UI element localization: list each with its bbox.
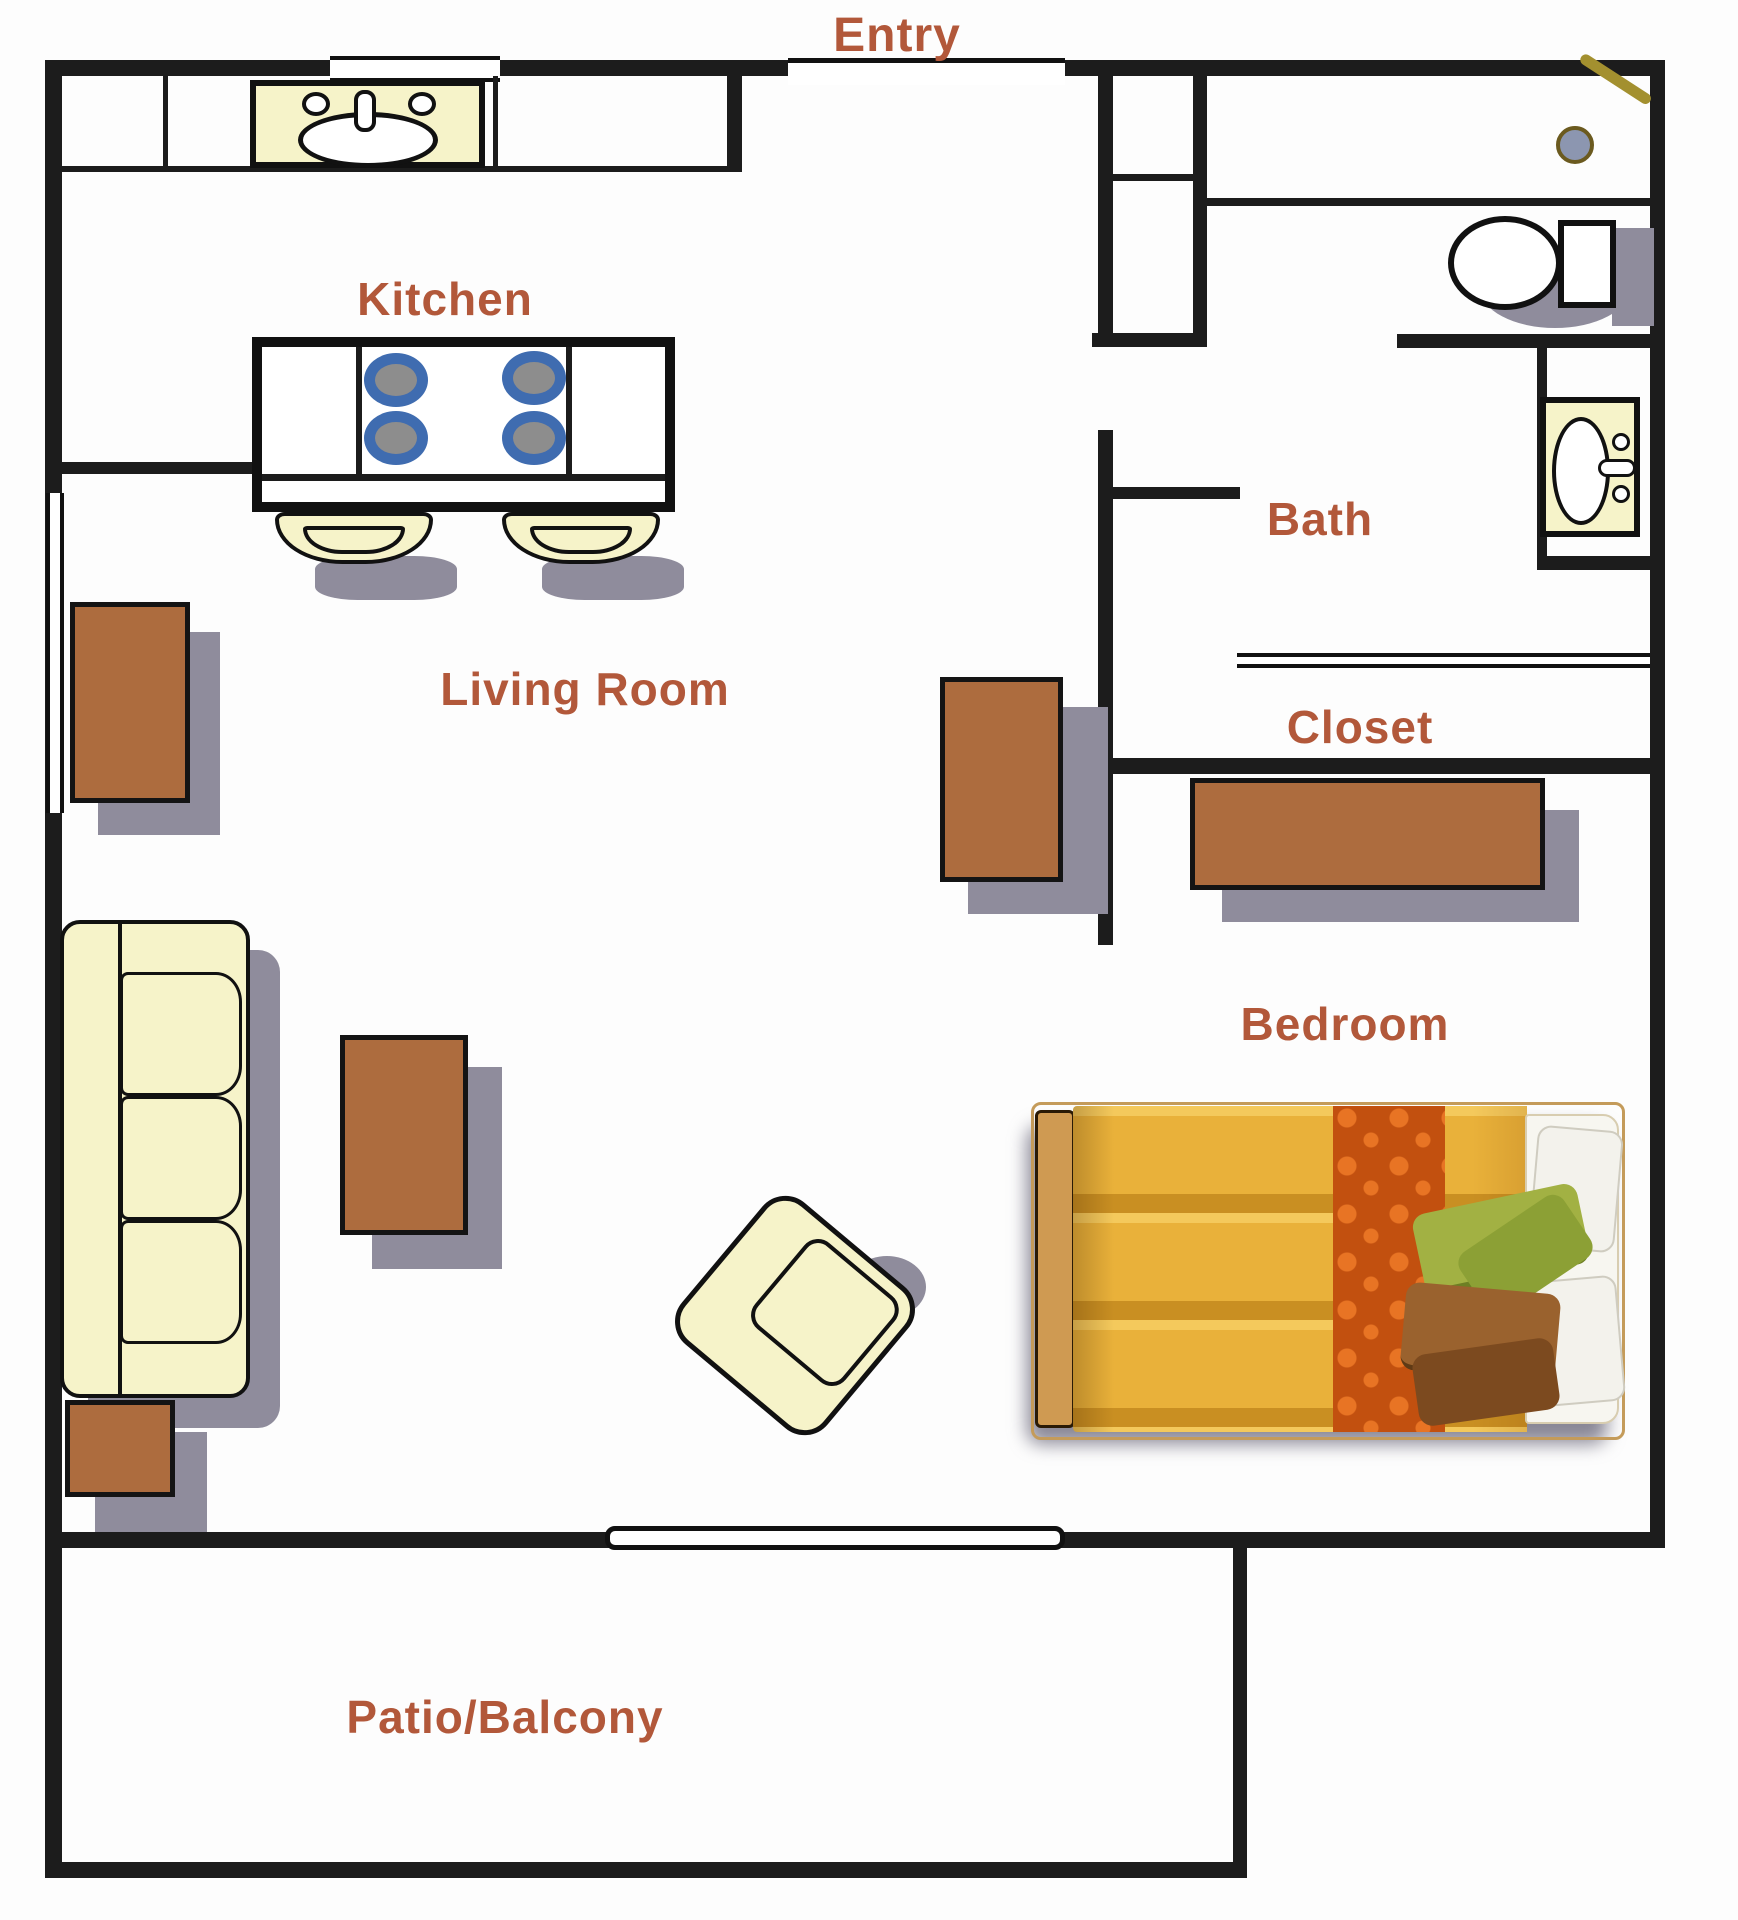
armchair-body: [662, 1183, 928, 1448]
room-label-kitchen: Kitchen: [357, 273, 533, 325]
bed-footboard: [1035, 1110, 1075, 1428]
bed-frame: [1031, 1102, 1625, 1440]
entry-door-opening: [788, 58, 1065, 85]
bath-faucet-handle-icon: [1612, 433, 1630, 451]
bath-vanity-bottom: [1537, 556, 1650, 570]
kitchen-faucet-icon: [354, 90, 376, 132]
toilet-bowl-icon: [1448, 216, 1562, 310]
bed: [1027, 1102, 1627, 1444]
armchair-seat: [743, 1231, 907, 1394]
kitchen-faucet-handle-left-icon: [302, 92, 330, 116]
room-label-living-room: Living Room: [440, 663, 730, 715]
shower-area-wall: [1207, 198, 1650, 206]
closet-rod-line: [1237, 653, 1650, 668]
dresser: [1190, 778, 1545, 890]
kitchen-faucet-handle-right-icon: [408, 92, 436, 116]
room-label-bedroom: Bedroom: [1240, 998, 1450, 1050]
sofa-cushion: [120, 1220, 242, 1344]
kitchen-window: [330, 56, 500, 82]
coffee-table: [340, 1035, 468, 1235]
end-table-north: [70, 602, 190, 803]
living-room-window: [46, 493, 64, 813]
toilet-shadow: [1612, 228, 1654, 326]
sofa-cushion: [120, 1096, 242, 1220]
bath-inner-wall: [1397, 334, 1650, 348]
room-label-patio-balcony: Patio/Balcony: [346, 1691, 664, 1743]
bath-faucet-icon: [1598, 459, 1636, 477]
entry-closet-right-wall: [1193, 73, 1207, 347]
bath-south-wall-stub: [1103, 487, 1240, 499]
entry-closet-left-wall: [1098, 73, 1113, 347]
stove-burner-icon: [502, 351, 566, 405]
sofa: [60, 920, 250, 1398]
shower-head-icon: [1556, 126, 1594, 164]
stove-burner-icon: [364, 353, 428, 407]
kitchen-counter-divider-1: [163, 76, 168, 166]
closet-bottom-wall: [1113, 758, 1650, 774]
wall-right: [1650, 60, 1665, 1548]
kitchen-island: [252, 337, 675, 512]
island-divider-right: [566, 347, 572, 474]
end-table-south: [940, 677, 1063, 882]
entry-closet-bottom-wall: [1092, 333, 1207, 347]
entry-closet-shelf-line: [1113, 174, 1193, 181]
kitchen-counter-end-wall: [727, 76, 742, 172]
side-table: [65, 1400, 175, 1497]
stove-burner-icon: [364, 411, 428, 465]
kitchen-counter-front-edge: [62, 166, 727, 172]
sliding-patio-door: [605, 1526, 1065, 1550]
bar-stool-seat: [303, 526, 405, 554]
room-label-closet: Closet: [1286, 701, 1434, 753]
bar-stool-seat: [530, 526, 632, 554]
island-divider-left: [356, 347, 362, 474]
island-bar-edge: [262, 474, 665, 481]
wall-patio-right: [1233, 1548, 1247, 1878]
toilet-tank-icon: [1558, 220, 1616, 308]
room-label-bath: Bath: [1266, 493, 1374, 545]
bath-faucet-handle-icon: [1612, 485, 1630, 503]
room-label-entry: Entry: [833, 9, 961, 62]
stove-burner-icon: [502, 411, 566, 465]
sofa-backrest: [64, 924, 122, 1394]
bath-sink-cabinet: [1540, 397, 1640, 537]
kitchen-counter-divider-2: [493, 76, 498, 166]
sofa-cushion: [120, 972, 242, 1096]
kitchen-floor-divider: [62, 462, 270, 474]
wall-patio-bottom: [45, 1862, 1247, 1878]
kitchen-sink-cabinet: [250, 80, 485, 168]
armchair: [662, 1183, 928, 1448]
